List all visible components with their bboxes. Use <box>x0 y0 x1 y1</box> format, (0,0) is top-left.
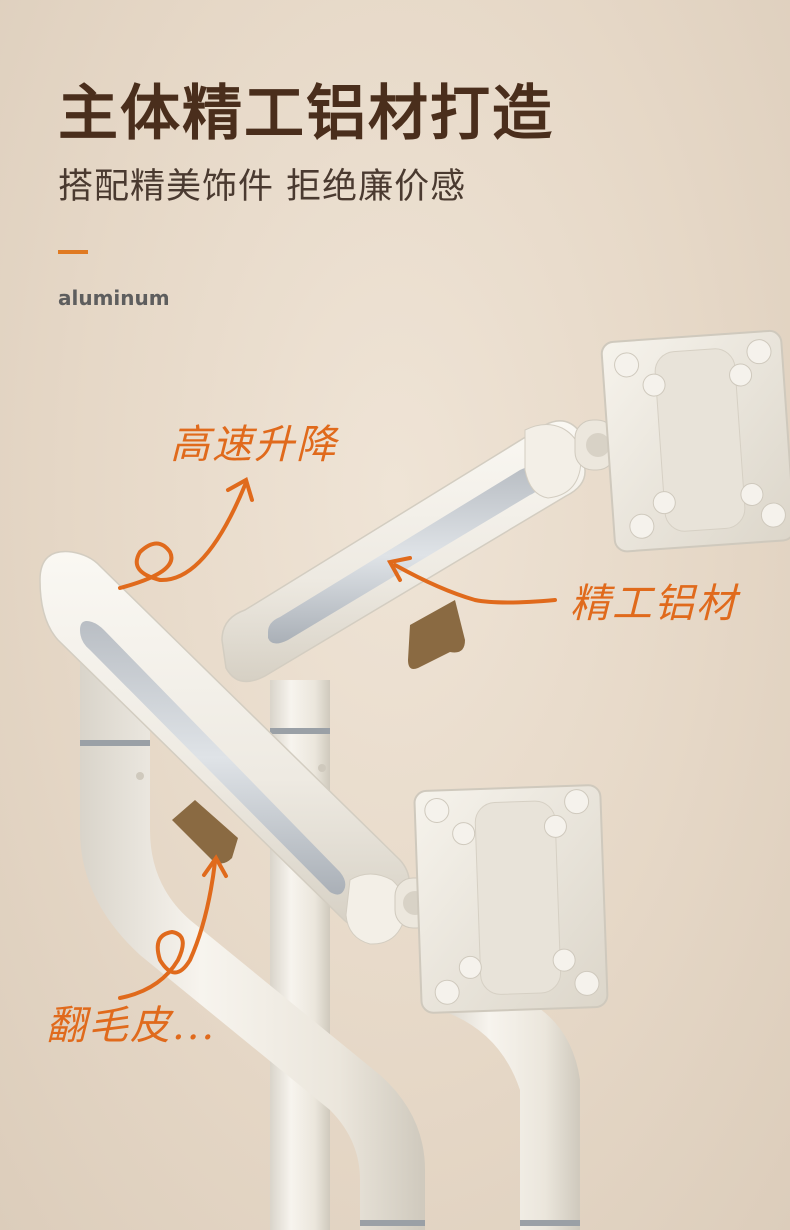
upper-arm <box>221 419 616 683</box>
lower-suede-strap <box>172 800 238 864</box>
speed-lift-label: 高速升降 <box>170 422 338 468</box>
front-pole <box>80 660 425 1230</box>
curly-arrow-icon <box>118 477 254 590</box>
right-post <box>440 990 580 1230</box>
aluminum-material-label: 精工铝材 <box>570 581 738 627</box>
page-subtitle: 搭配精美饰件 拒绝廉价感 <box>58 167 467 207</box>
page-title: 主体精工铝材打造 <box>58 79 554 149</box>
upper-suede-strap <box>408 600 465 669</box>
upper-vesa-plate <box>600 329 790 553</box>
curly-arrow-icon <box>386 556 557 605</box>
accent-divider <box>58 250 88 254</box>
material-tag: aluminum <box>58 286 170 310</box>
lower-arm <box>39 550 436 945</box>
lower-vesa-plate <box>413 784 609 1014</box>
curly-arrow-icon <box>118 854 228 1000</box>
suede-label: 翻毛皮... <box>46 1003 217 1049</box>
